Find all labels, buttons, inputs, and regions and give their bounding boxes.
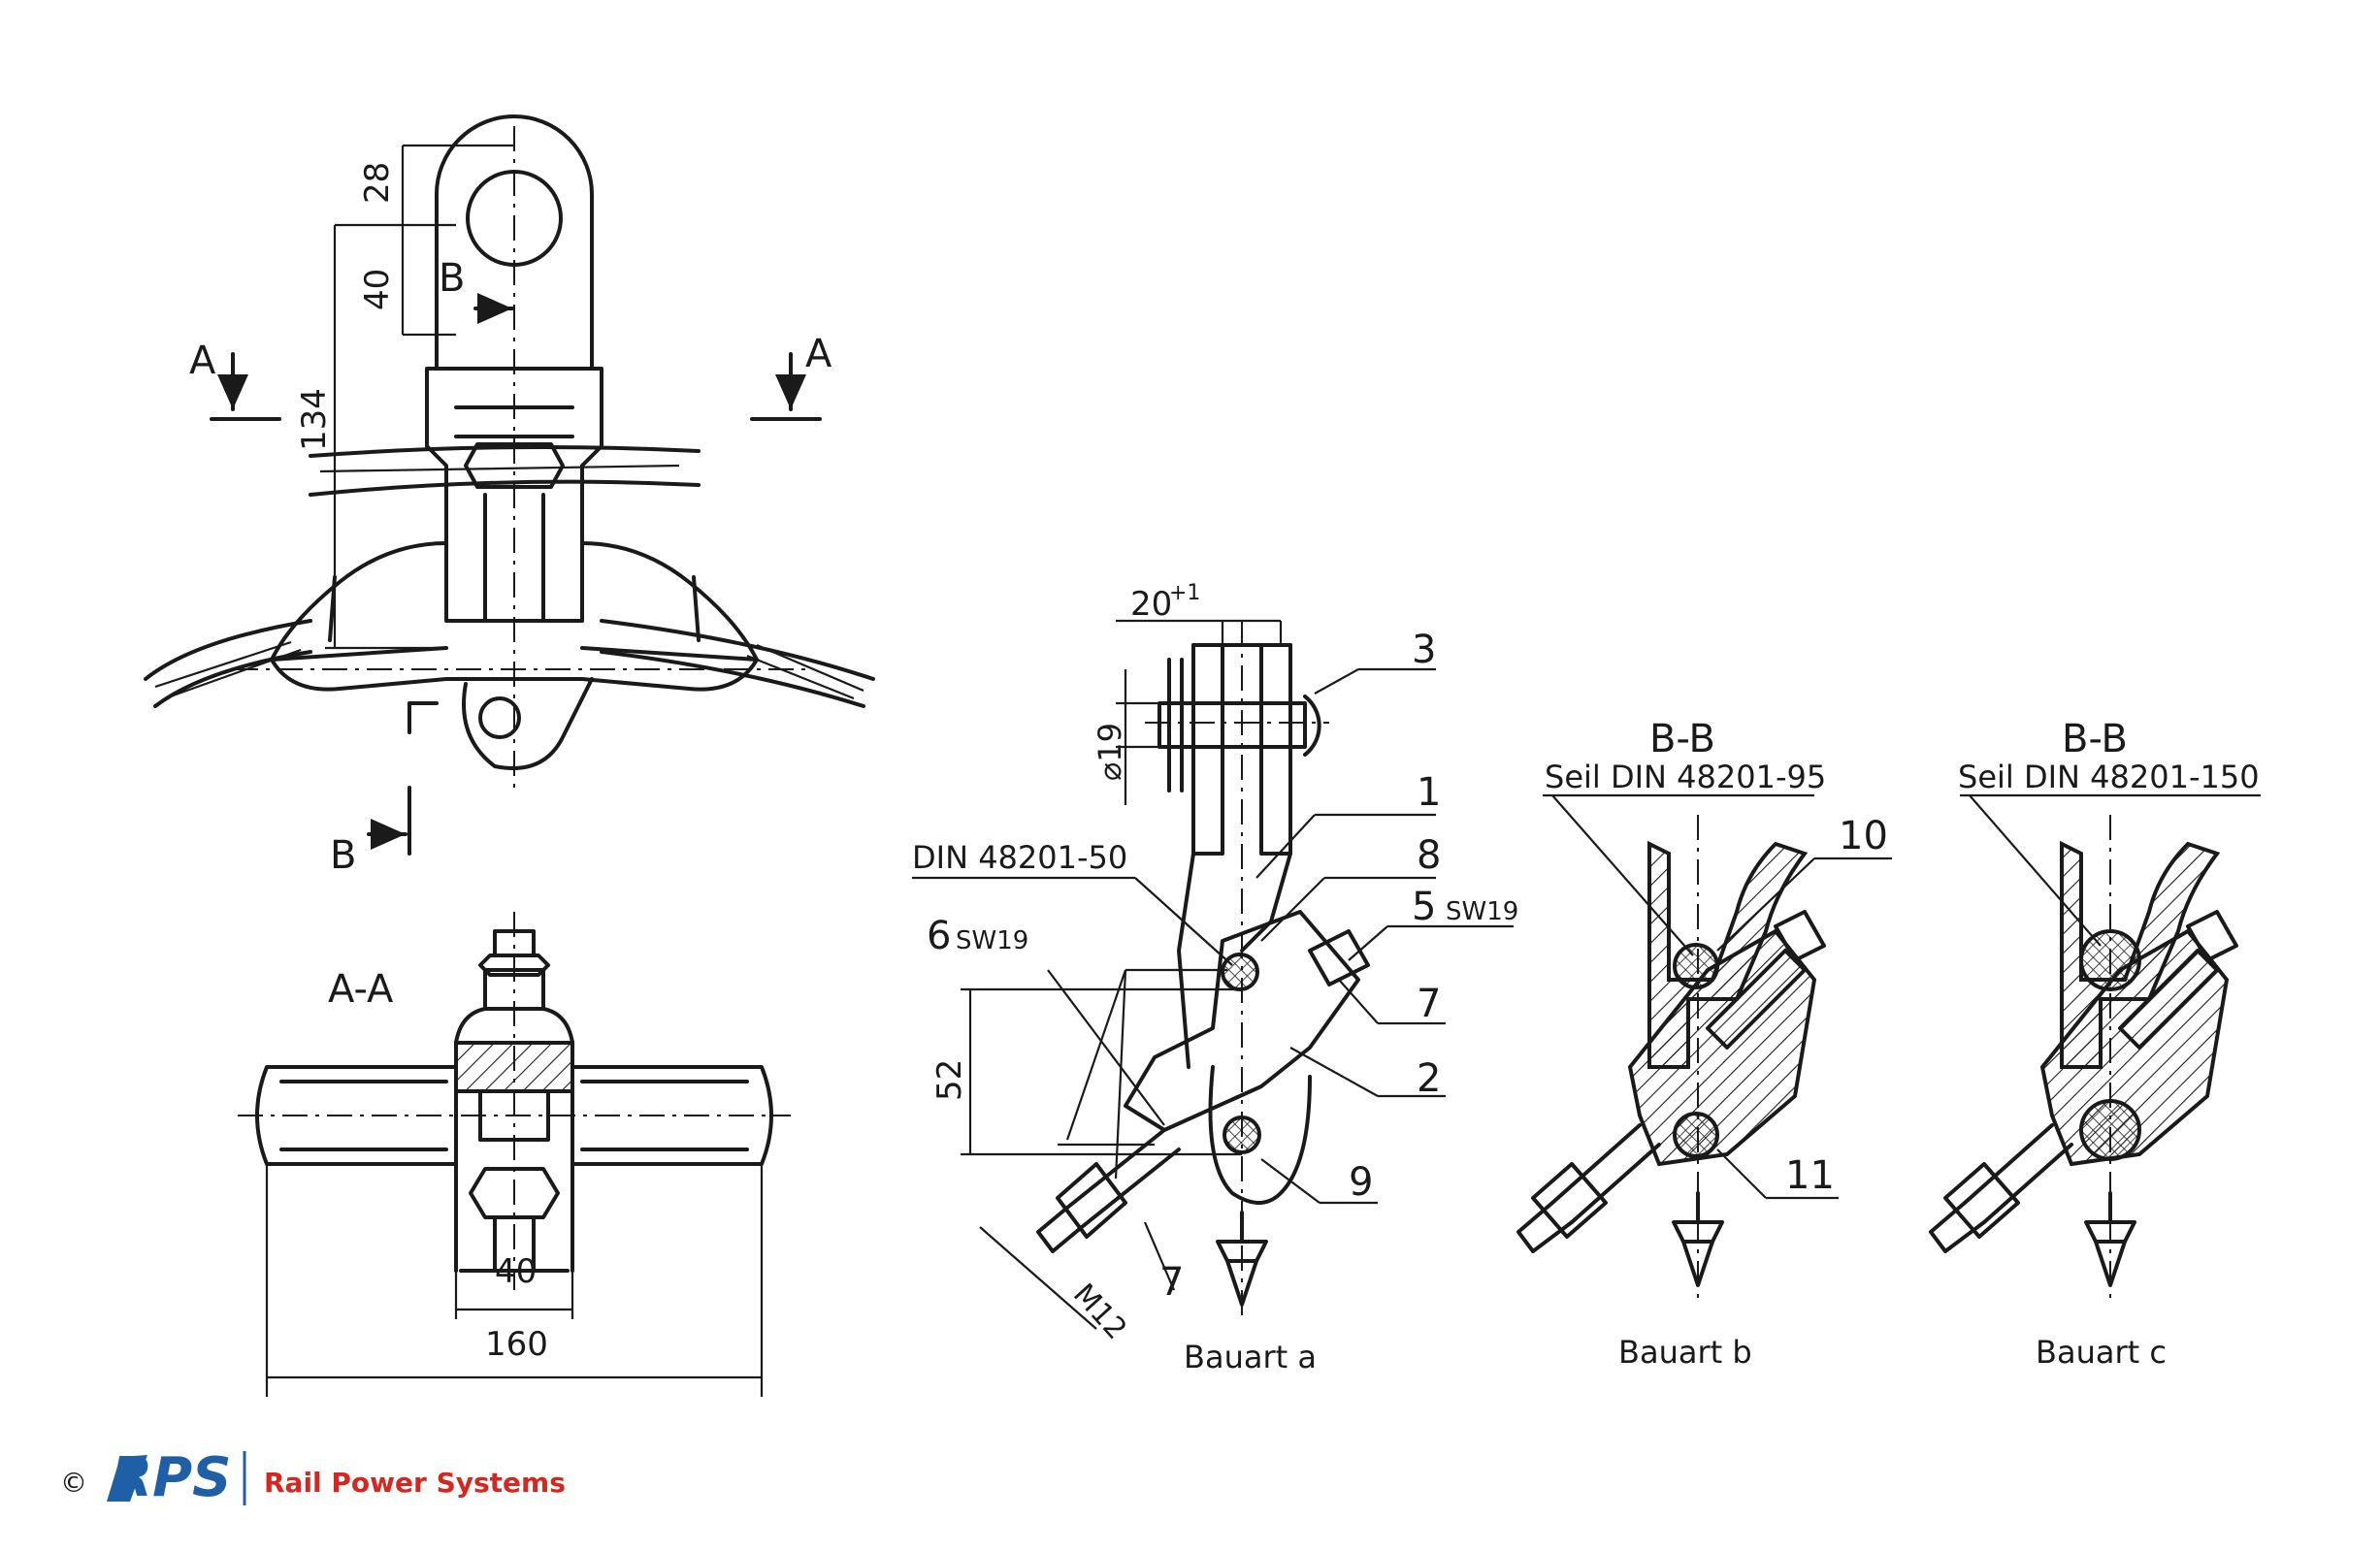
caption-bauart-b: Bauart b <box>1618 1334 1752 1371</box>
caption-bauart-c: Bauart c <box>2036 1334 2167 1371</box>
item-2: 2 <box>1417 1056 1441 1101</box>
item-8: 8 <box>1417 833 1441 878</box>
dim-160: 160 <box>485 1325 548 1364</box>
section-b-bottom-label: B <box>330 833 356 878</box>
item-11: 11 <box>1785 1153 1835 1198</box>
item-9: 9 <box>1349 1160 1373 1205</box>
caption-bauart-a: Bauart a <box>1184 1339 1317 1375</box>
view-bauart-b <box>1516 793 1892 1300</box>
dim-40-vertical: 40 <box>358 269 397 310</box>
view-c-seil-label: Seil DIN 48201-150 <box>1958 759 2260 795</box>
section-a-a-title: A-A <box>328 967 394 1012</box>
rps-logo: © RPS Rail Power Systems <box>60 1446 565 1509</box>
view-bauart-a <box>912 619 1514 1330</box>
item-5-sw19: SW19 <box>1446 897 1518 926</box>
view-bauart-c <box>1929 793 2261 1300</box>
dim-pin-diameter: ⌀19 <box>1092 723 1128 781</box>
item-5: 5 <box>1412 885 1436 929</box>
section-b-top-label: B <box>439 256 465 301</box>
item-7-right: 7 <box>1417 982 1441 1026</box>
rps-wordmark: RPS <box>111 1446 232 1509</box>
section-a-right-label: A <box>805 332 832 376</box>
rps-swoosh-icon <box>107 1455 147 1502</box>
dim-28: 28 <box>358 162 397 204</box>
dim-134: 134 <box>295 388 334 451</box>
copyright-symbol: © <box>60 1467 87 1499</box>
rail-power-systems-tagline: Rail Power Systems <box>264 1467 565 1499</box>
section-a-left-label: A <box>189 339 216 383</box>
view-b-title: B-B <box>1649 717 1715 761</box>
item-6-sw19: SW19 <box>956 926 1028 955</box>
view-c-title: B-B <box>2062 717 2128 761</box>
item-3: 3 <box>1412 628 1436 672</box>
dim-20: 20 <box>1130 585 1172 624</box>
item-10: 10 <box>1839 814 1888 858</box>
item-1: 1 <box>1417 770 1441 815</box>
top-view <box>144 114 875 856</box>
dim-40-horizontal: 40 <box>495 1252 537 1291</box>
view-b-seil-label: Seil DIN 48201-95 <box>1545 759 1826 795</box>
din-48201-50-label: DIN 48201-50 <box>912 839 1127 876</box>
item-6: 6 <box>927 914 951 958</box>
dim-20-tolerance: +1 <box>1169 581 1200 605</box>
item-7-bottom: 7 <box>1159 1260 1184 1305</box>
section-a-a <box>238 912 791 1397</box>
dim-52: 52 <box>930 1059 969 1101</box>
